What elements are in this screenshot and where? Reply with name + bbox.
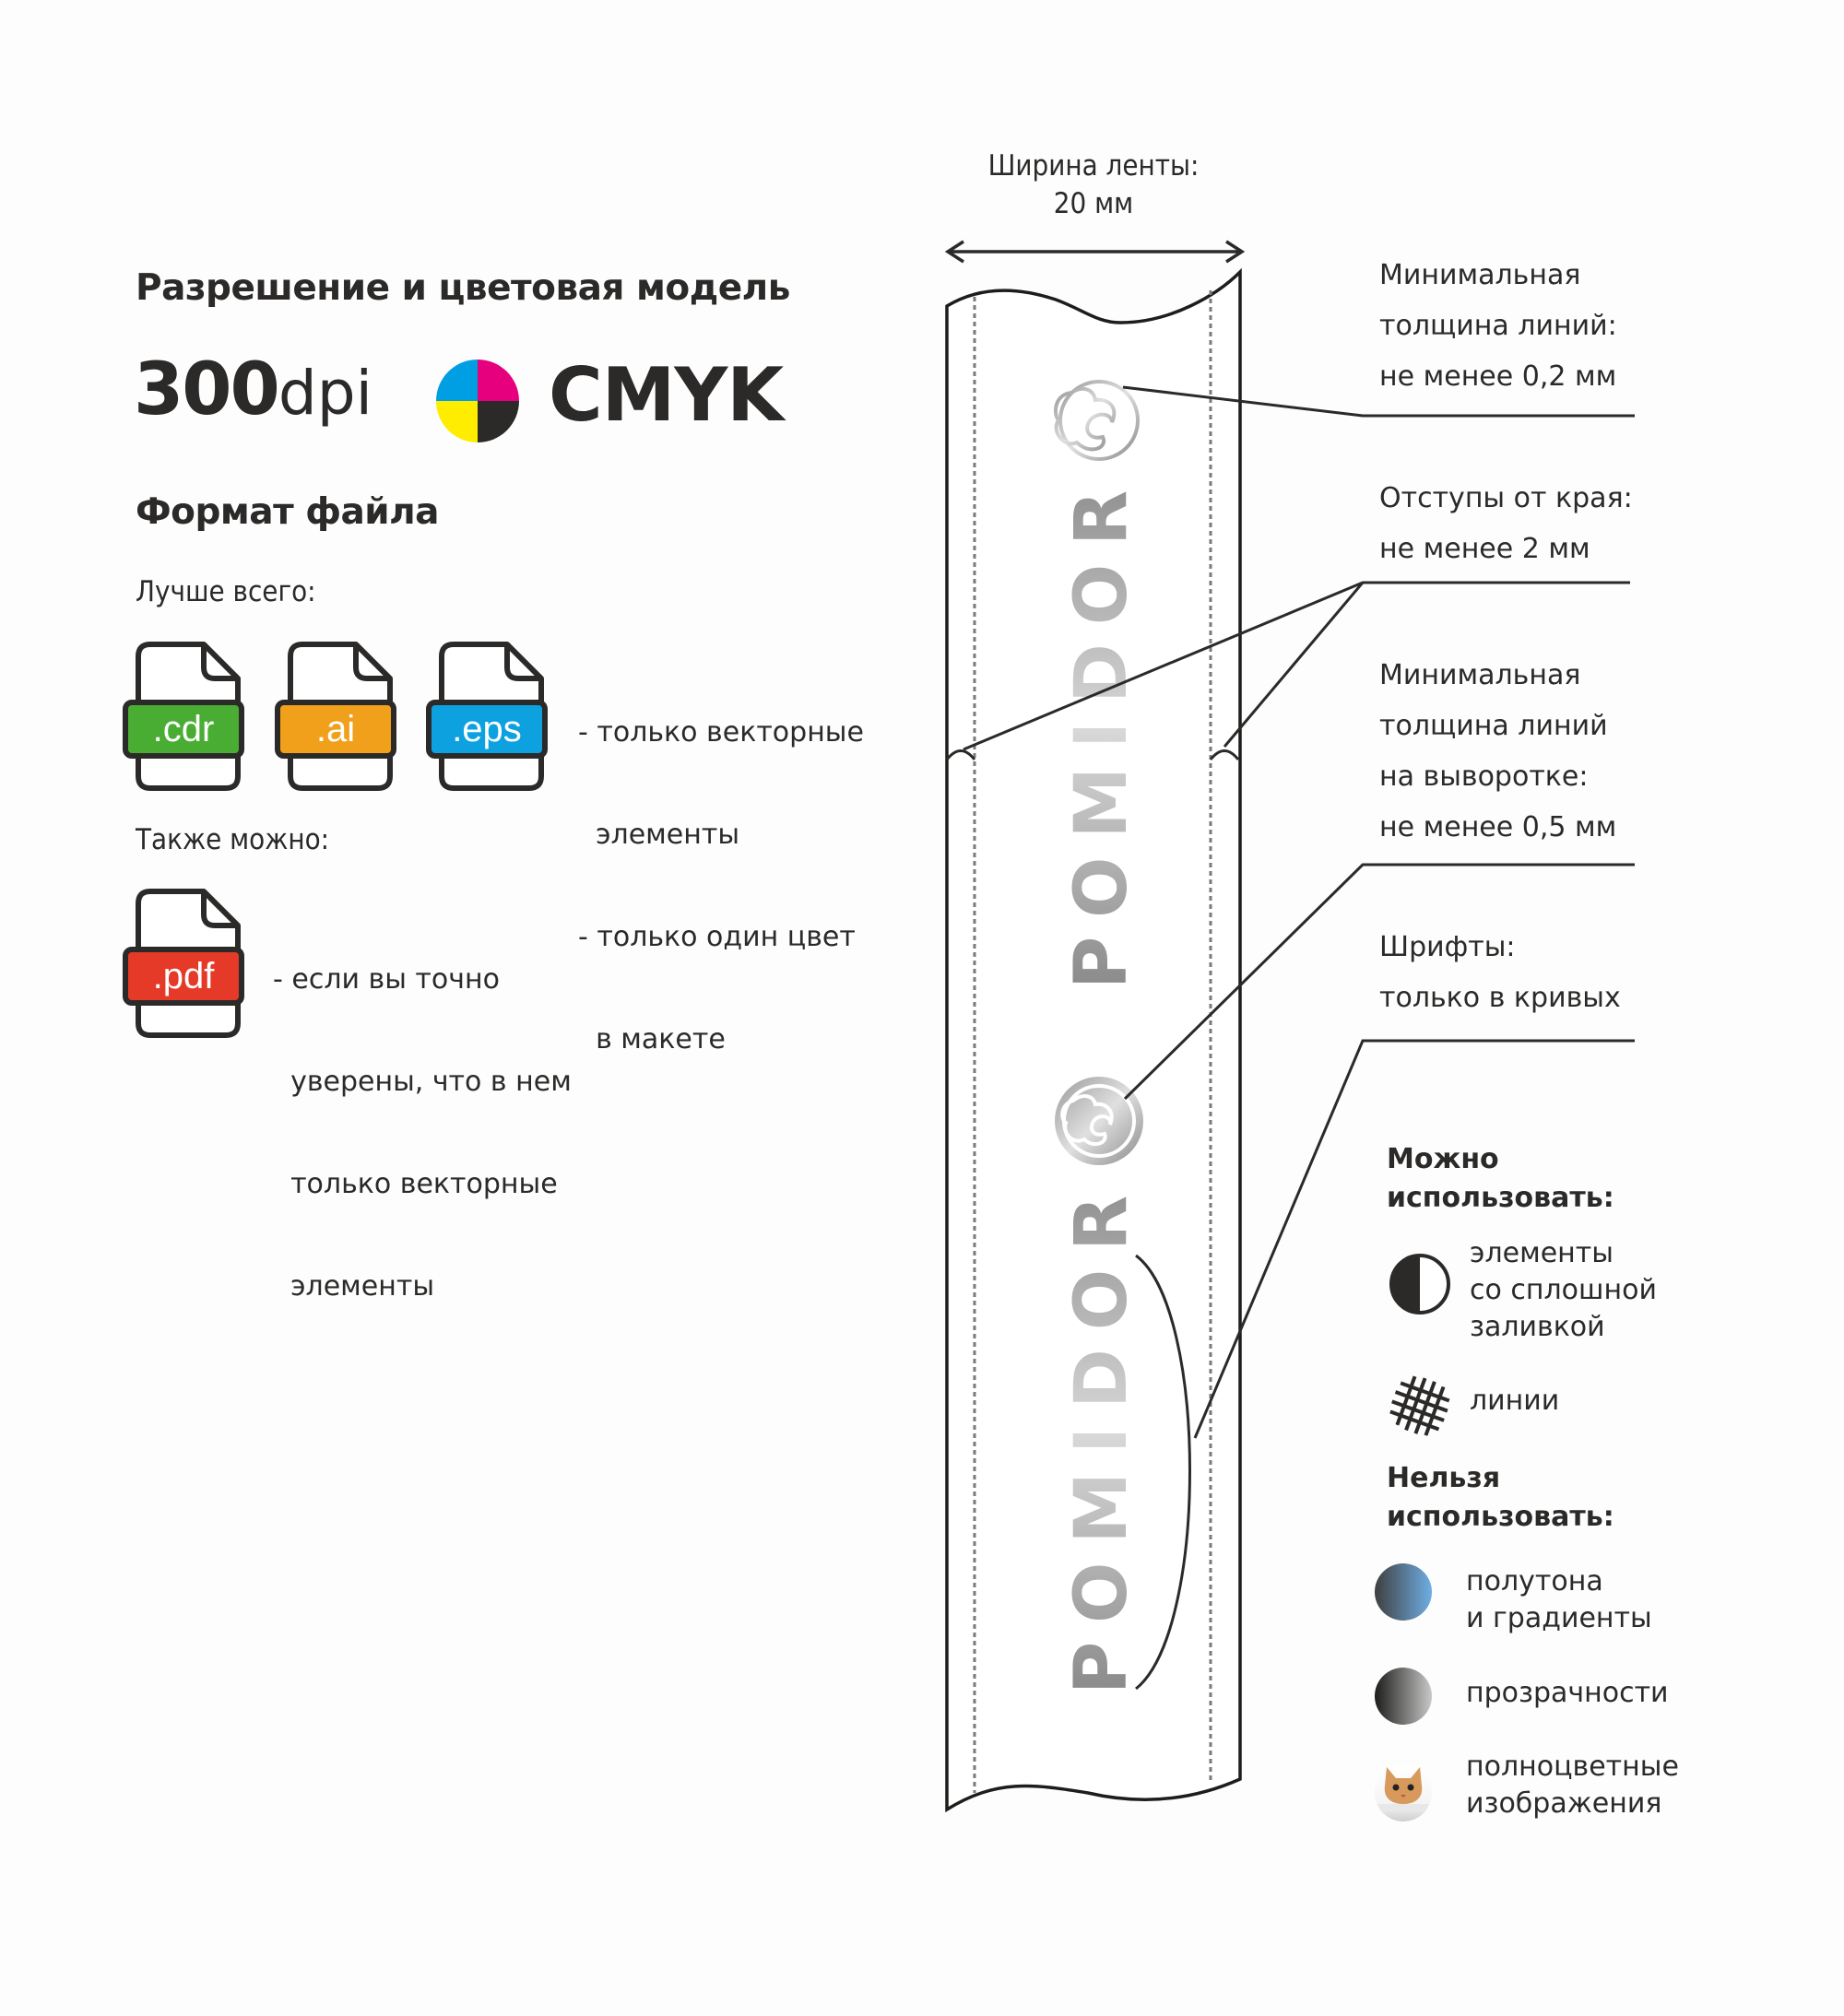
legend-line: элементы bbox=[1470, 1237, 1614, 1269]
tape-outline bbox=[945, 267, 1242, 1813]
legend-line: со сплошной bbox=[1470, 1274, 1657, 1306]
callout-leader-4 bbox=[1193, 1039, 1635, 1439]
callout-line: Отступы от края: bbox=[1379, 482, 1633, 514]
file-extension-label: .pdf bbox=[153, 956, 216, 996]
legend-line: прозрачности bbox=[1466, 1677, 1669, 1709]
best-notes: - только векторные элементы - только оди… bbox=[578, 647, 864, 1091]
callout-fonts: Шрифты: только в кривых bbox=[1379, 922, 1621, 1023]
file-ai-icon: .ai bbox=[275, 642, 396, 791]
brand-text-bottom: POMIDOR bbox=[1060, 1177, 1143, 1694]
allowed-item-lines: линии bbox=[1470, 1383, 1559, 1420]
left-margin-notch bbox=[945, 749, 976, 760]
forbidden-item-full-color-images: полноцветные изображения bbox=[1466, 1749, 1679, 1822]
file-cdr-icon: .cdr bbox=[123, 642, 244, 791]
tomato-logo-outline-icon bbox=[1054, 380, 1140, 461]
dpi-value: 300 bbox=[134, 348, 280, 431]
callout-line: только в кривых bbox=[1379, 982, 1621, 1014]
callout-line: на выворотке: bbox=[1379, 760, 1589, 793]
tape-width-label: Ширина ленты: 20 мм bbox=[988, 149, 1200, 221]
forbidden-heading-line2: использовать: bbox=[1387, 1501, 1614, 1533]
forbidden-heading-line1: Нельзя bbox=[1387, 1462, 1501, 1494]
allowed-heading: Можно использовать: bbox=[1387, 1140, 1614, 1218]
note-line: в макете bbox=[578, 1023, 726, 1055]
resolution-heading: Разрешение и цветовая модель bbox=[136, 267, 790, 309]
also-notes: - если вы точно уверены, что в нем тольк… bbox=[273, 894, 572, 1338]
legend-line: полутона bbox=[1466, 1565, 1603, 1597]
crosshatch-lines-icon bbox=[1389, 1375, 1450, 1436]
format-heading: Формат файла bbox=[136, 491, 440, 533]
half-filled-circle-icon bbox=[1389, 1254, 1450, 1315]
callout-reverse-line-width: Минимальная толщина линий на выворотке: … bbox=[1379, 650, 1616, 853]
best-label: Лучше всего: bbox=[136, 575, 316, 608]
file-pdf-icon: .pdf bbox=[123, 889, 244, 1038]
note-line: элементы bbox=[578, 819, 740, 851]
allowed-heading-line1: Можно bbox=[1387, 1143, 1499, 1175]
callout-line: Минимальная bbox=[1379, 659, 1581, 691]
legend-line: заливкой bbox=[1470, 1311, 1605, 1343]
brand-bracket bbox=[1135, 1254, 1191, 1691]
callout-leader-1 bbox=[1122, 385, 1635, 418]
dpi-unit: dpi bbox=[278, 358, 372, 429]
note-line: уверены, что в нем bbox=[273, 1066, 572, 1098]
tape-width-title: Ширина ленты: bbox=[987, 149, 1200, 183]
callout-line: Минимальная bbox=[1379, 259, 1581, 291]
note-line: - только один цвет bbox=[578, 921, 856, 953]
callout-line: не менее 0,2 мм bbox=[1379, 360, 1617, 393]
callout-line: толщина линий bbox=[1379, 710, 1608, 742]
file-eps-icon: .eps bbox=[426, 642, 548, 791]
callout-line: Шрифты: bbox=[1379, 931, 1516, 963]
forbidden-heading: Нельзя использовать: bbox=[1387, 1459, 1614, 1537]
note-line: только векторные bbox=[273, 1168, 558, 1200]
dpi-readout: 300dpi bbox=[134, 348, 372, 431]
callout-line: не менее 2 мм bbox=[1379, 533, 1590, 565]
tape-width-value: 20 мм bbox=[1053, 187, 1134, 220]
callout-leader-3 bbox=[1123, 863, 1635, 1101]
also-label: Также можно: bbox=[136, 823, 330, 856]
legend-line: и градиенты bbox=[1466, 1602, 1652, 1634]
legend-line: линии bbox=[1470, 1385, 1560, 1417]
callout-line: не менее 0,5 мм bbox=[1379, 811, 1617, 843]
callout-leader-2b bbox=[1223, 582, 1365, 748]
allowed-heading-line2: использовать: bbox=[1387, 1182, 1614, 1214]
note-line: - только векторные bbox=[578, 716, 864, 749]
forbidden-item-gradients: полутона и градиенты bbox=[1466, 1563, 1652, 1637]
color-model-label: CMYK bbox=[549, 352, 784, 438]
legend-line: полноцветные bbox=[1466, 1751, 1679, 1783]
cat-photo-icon bbox=[1375, 1764, 1432, 1821]
gradient-circle-icon bbox=[1375, 1563, 1432, 1621]
right-margin-notch bbox=[1209, 749, 1240, 760]
callout-line: толщина линий: bbox=[1379, 310, 1617, 342]
width-arrow bbox=[944, 240, 1246, 264]
forbidden-item-transparency: прозрачности bbox=[1466, 1675, 1669, 1712]
file-extension-label: .cdr bbox=[153, 709, 215, 749]
transparency-circle-icon bbox=[1375, 1668, 1432, 1725]
allowed-item-solid-fill: элементы со сплошной заливкой bbox=[1470, 1235, 1657, 1346]
note-line: элементы bbox=[273, 1270, 435, 1303]
callout-edge-margins: Отступы от края: не менее 2 мм bbox=[1379, 473, 1633, 574]
file-extension-label: .ai bbox=[316, 709, 355, 749]
callout-min-line-width: Минимальная толщина линий: не менее 0,2 … bbox=[1379, 250, 1617, 402]
cmyk-circle-icon bbox=[436, 360, 519, 442]
legend-line: изображения bbox=[1466, 1787, 1662, 1820]
file-extension-label: .eps bbox=[452, 709, 522, 749]
tomato-logo-filled-icon bbox=[1055, 1077, 1143, 1165]
brand-text-top: POMIDOR bbox=[1060, 472, 1143, 989]
note-line: - если вы точно bbox=[273, 963, 500, 996]
